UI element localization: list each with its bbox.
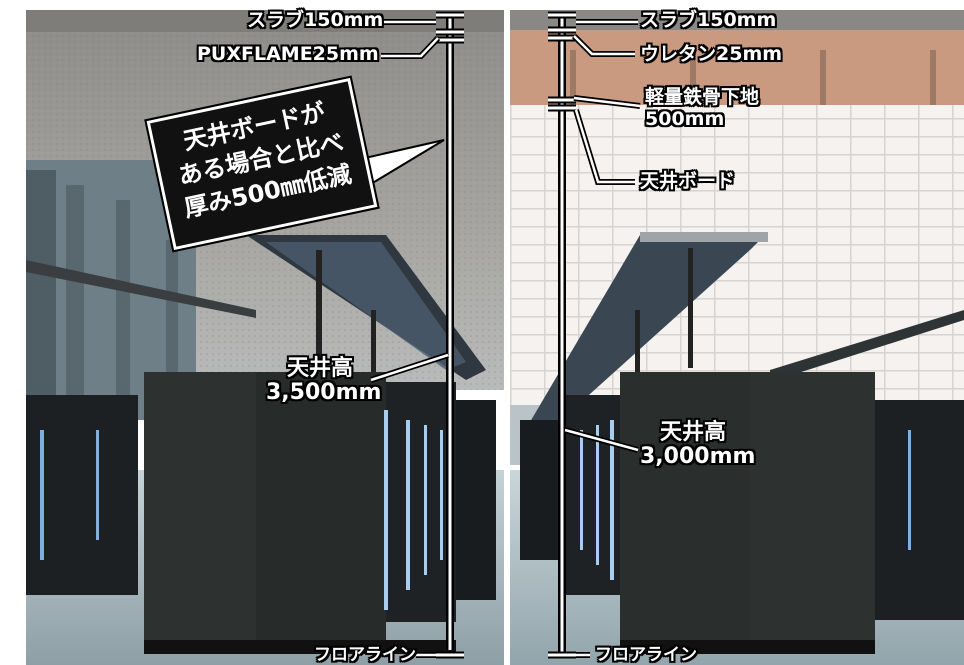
left-ceiling-height-value: 3,500mm	[266, 380, 382, 405]
right-height-dimension-line	[548, 11, 641, 659]
left-ceiling-height-label: 天井高	[287, 356, 354, 381]
right-board-label: 天井ボード	[640, 170, 736, 192]
left-insulation-label: PUXFLAME25mm	[197, 43, 379, 65]
left-height-dimension-line	[354, 11, 464, 659]
right-insulation-label: ウレタン25mm	[640, 43, 783, 65]
left-slab-label: スラブ150mm	[247, 9, 384, 31]
right-photo-illustration	[510, 10, 964, 665]
right-frame-value: 500mm	[645, 108, 725, 130]
right-slab-label: スラブ150mm	[640, 9, 777, 31]
right-photo-with-ceiling-board	[510, 10, 964, 665]
right-frame-label: 軽量鉄骨下地	[645, 86, 760, 108]
right-ceiling-height-label: 天井高	[660, 420, 727, 445]
left-floor-line-label: フロアライン	[314, 645, 416, 665]
right-ceiling-height-value: 3,000mm	[640, 444, 756, 469]
right-floor-line-label: フロアライン	[595, 645, 697, 665]
